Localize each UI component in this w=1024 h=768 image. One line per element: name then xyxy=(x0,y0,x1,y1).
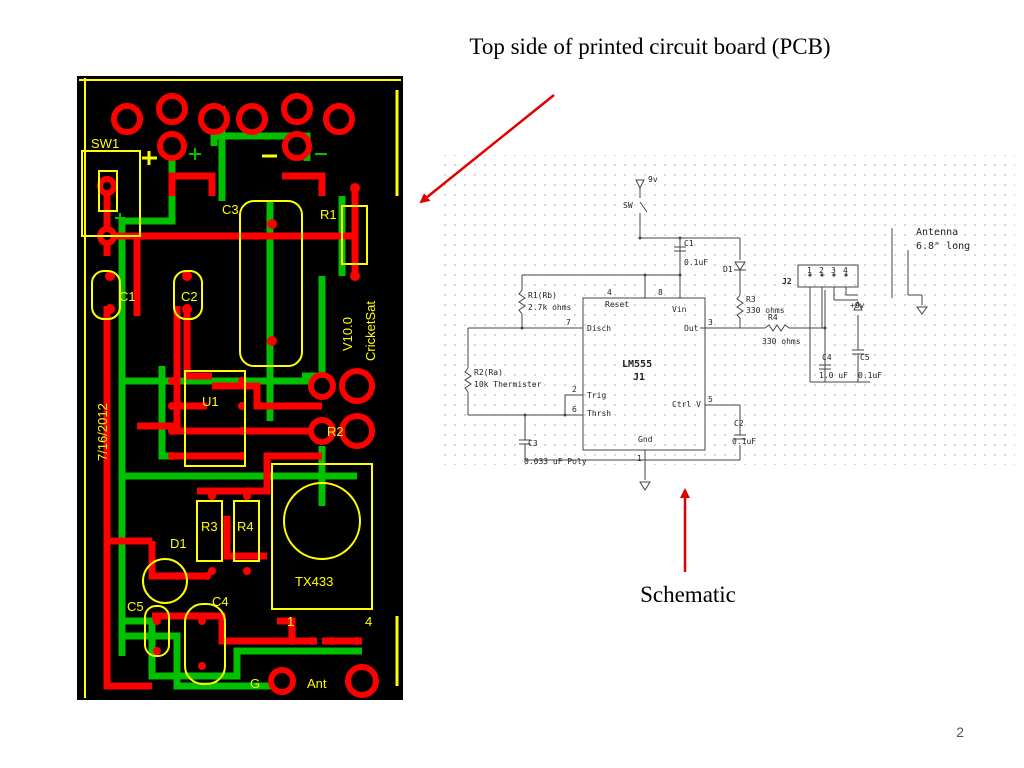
schem-r4-value: 330 ohms xyxy=(762,337,801,346)
schem-c5-value: 0.1uF xyxy=(858,371,882,380)
schem-pin-num-5: 5 xyxy=(708,395,713,404)
schem-antenna-line1: Antenna xyxy=(916,227,958,238)
pcb-r4-label: R4 xyxy=(237,519,254,534)
schem-r3-value: 330 ohms xyxy=(746,306,785,315)
pcb-c5-label: C5 xyxy=(127,599,144,614)
pcb-r2-label: R2 xyxy=(327,424,344,439)
pcb-r1-label: R1 xyxy=(320,207,337,222)
schem-c3-name: C3 xyxy=(528,439,538,448)
schem-j2-pin-2: 2 xyxy=(819,266,824,275)
schem-c4-value: 1.0 uF xyxy=(819,371,848,380)
slide-title: Top side of printed circuit board (PCB) xyxy=(469,34,831,59)
schem-c5-name: C5 xyxy=(860,353,870,362)
pcb-date-label: 7/16/2012 xyxy=(95,403,110,461)
schem-pin-out: Out xyxy=(684,324,699,333)
schem-ic-name: LM555 xyxy=(622,359,652,370)
pcb-board-name-label: CricketSat xyxy=(363,301,378,361)
schem-j2-pin-1: 1 xyxy=(807,266,812,275)
pcb-c2-label: C2 xyxy=(181,289,198,304)
schem-pin-num-4: 4 xyxy=(607,288,612,297)
schem-ic-ref: J1 xyxy=(633,372,645,383)
schem-pin-disch: Disch xyxy=(587,324,611,333)
schem-pin-vin: Vin xyxy=(672,305,687,314)
schem-pin-num-8: 8 xyxy=(658,288,663,297)
schematic-image: 9v SW C1 0.1uF D1 R3 330 ohms R4 330 ohm… xyxy=(440,150,1020,500)
pcb-ground-label: G xyxy=(250,676,260,691)
schem-r2-name: R2(Ra) xyxy=(474,368,503,377)
schematic-label: Schematic xyxy=(640,582,736,607)
schem-r1-value: 2.7k ohms xyxy=(528,303,572,312)
schem-r4-name: R4 xyxy=(768,313,778,322)
pcb-antenna-label: Ant xyxy=(307,676,327,691)
schem-antenna-line2: 6.8" long xyxy=(916,241,970,252)
pcb-pin4-label: 4 xyxy=(365,614,372,629)
schem-j2-pin-3: 3 xyxy=(831,266,836,275)
pcb-d1-label: D1 xyxy=(170,536,187,551)
schem-pin-ctrl: Ctrl V xyxy=(672,400,701,409)
pcb-c3-label: C3 xyxy=(222,202,239,217)
schem-plus9v-label: +9v xyxy=(850,301,865,310)
schem-pin-num-6: 6 xyxy=(572,405,577,414)
pcb-version-label: V10.0 xyxy=(340,317,355,351)
schem-pin-num-2: 2 xyxy=(572,385,577,394)
schem-c3-value: 0.033 uF Poly xyxy=(524,457,587,466)
schem-r3-name: R3 xyxy=(746,295,756,304)
pcb-r3-label: R3 xyxy=(201,519,218,534)
schem-supply-label: 9v xyxy=(648,175,658,184)
schem-c1-value: 0.1uF xyxy=(684,258,708,267)
pcb-image: SW1 C1 C2 C3 R1 U1 R2 R3 R4 D1 TX433 C5 … xyxy=(77,76,403,700)
schem-r1-name: R1(Rb) xyxy=(528,291,557,300)
schem-c1-name: C1 xyxy=(684,239,694,248)
pcb-tx433-label: TX433 xyxy=(295,574,333,589)
schem-j2-pin-4: 4 xyxy=(843,266,848,275)
pcb-c4-label: C4 xyxy=(212,594,229,609)
schem-d1-label: D1 xyxy=(723,265,733,274)
pcb-u1-label: U1 xyxy=(202,394,219,409)
schem-j2-label: J2 xyxy=(782,277,792,286)
schem-pin-num-7: 7 xyxy=(566,318,571,327)
schem-pin-num-3: 3 xyxy=(708,318,713,327)
schem-pin-trig: Trig xyxy=(587,391,606,400)
schem-c2-value: 0.1uF xyxy=(732,437,756,446)
pcb-c1-label: C1 xyxy=(119,289,136,304)
schem-switch-label: SW xyxy=(623,201,633,210)
schem-pin-thrsh: Thrsh xyxy=(587,409,611,418)
schem-pin-num-1: 1 xyxy=(637,454,642,463)
schem-c2-name: C2 xyxy=(734,419,744,428)
schem-pin-gnd: Gnd xyxy=(638,435,653,444)
pcb-pin1-label: 1 xyxy=(287,614,294,629)
schem-pin-reset: Reset xyxy=(605,300,629,309)
schem-r2-value: 10k Thermister xyxy=(474,380,542,389)
page-number: 2 xyxy=(956,724,964,740)
pcb-sw1-label: SW1 xyxy=(91,136,119,151)
schem-c4-name: C4 xyxy=(822,353,832,362)
